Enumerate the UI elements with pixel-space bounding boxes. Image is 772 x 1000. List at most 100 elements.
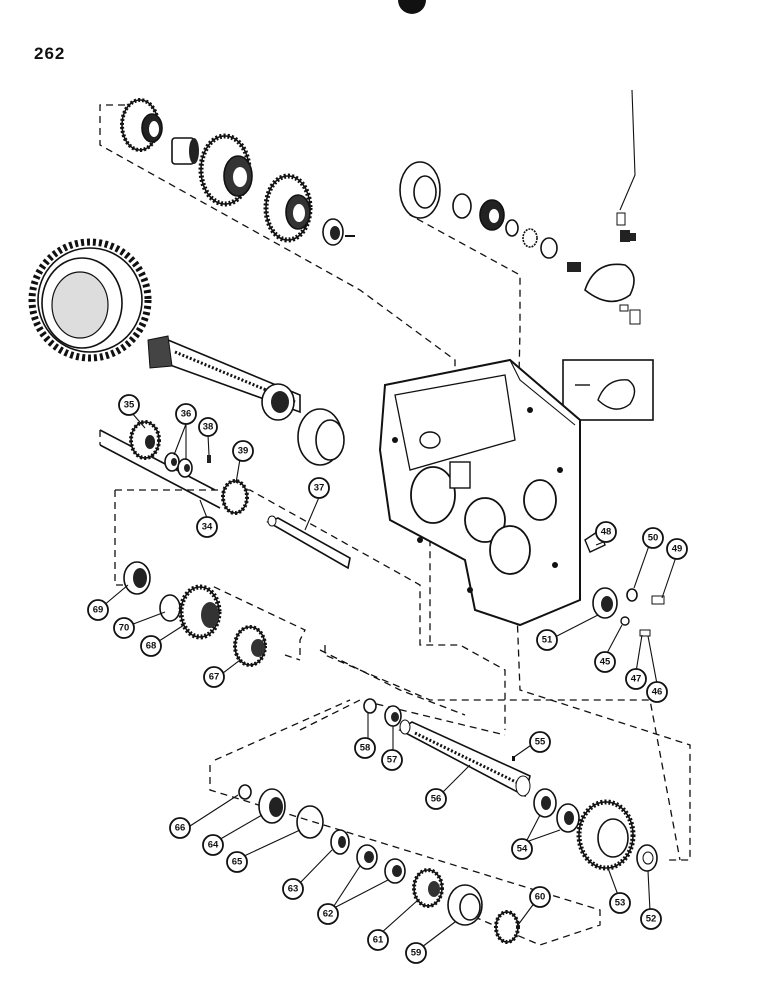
bearings-62 bbox=[356, 844, 406, 884]
svg-text:36: 36 bbox=[181, 409, 192, 420]
callout-69: 69 bbox=[87, 599, 109, 621]
svg-text:55: 55 bbox=[535, 737, 546, 748]
upper-gear-cluster bbox=[120, 98, 355, 246]
page-number: 262 bbox=[34, 44, 66, 63]
svg-text:63: 63 bbox=[288, 884, 299, 895]
svg-text:53: 53 bbox=[615, 898, 626, 909]
svg-text:64: 64 bbox=[208, 840, 219, 851]
svg-text:45: 45 bbox=[600, 657, 611, 668]
callout-62: 62 bbox=[317, 903, 339, 925]
svg-text:52: 52 bbox=[646, 914, 657, 925]
bushing-top bbox=[171, 137, 199, 165]
upper-right-assembly bbox=[399, 89, 641, 325]
callout-65: 65 bbox=[226, 851, 248, 873]
svg-text:59: 59 bbox=[411, 948, 422, 959]
gear-39 bbox=[221, 479, 249, 515]
callout-50: 50 bbox=[642, 527, 664, 549]
svg-text:67: 67 bbox=[209, 672, 220, 683]
pinion-shaft bbox=[147, 335, 301, 421]
svg-text:69: 69 bbox=[93, 605, 104, 616]
svg-text:56: 56 bbox=[431, 794, 442, 805]
callout-66: 66 bbox=[169, 817, 191, 839]
shaft-37 bbox=[266, 515, 351, 570]
callout-51: 51 bbox=[536, 629, 558, 651]
ring-70 bbox=[159, 594, 181, 622]
svg-text:54: 54 bbox=[517, 844, 528, 855]
callout-55: 55 bbox=[529, 731, 551, 753]
callout-38: 38 bbox=[198, 417, 218, 437]
svg-text:68: 68 bbox=[146, 641, 157, 652]
lower-left-gears bbox=[123, 561, 267, 667]
callout-37: 37 bbox=[308, 477, 330, 499]
svg-text:48: 48 bbox=[601, 527, 612, 538]
bearing-64 bbox=[258, 788, 286, 824]
callout-36: 36 bbox=[175, 403, 197, 425]
svg-text:60: 60 bbox=[535, 892, 546, 903]
mid-left-parts bbox=[99, 420, 351, 570]
callout-58: 58 bbox=[354, 737, 376, 759]
bearing-63 bbox=[330, 829, 350, 855]
callout-35: 35 bbox=[118, 394, 140, 416]
gear-67 bbox=[233, 625, 267, 667]
callout-52: 52 bbox=[640, 908, 662, 930]
callout-39: 39 bbox=[232, 440, 254, 462]
svg-text:38: 38 bbox=[203, 422, 214, 433]
svg-text:70: 70 bbox=[119, 623, 130, 634]
svg-text:47: 47 bbox=[631, 674, 642, 685]
ring-gear bbox=[28, 238, 152, 362]
callouts: 34 35 36 37 38 39 45 46 47 48 49 50 51 5… bbox=[87, 394, 688, 964]
callout-34: 34 bbox=[196, 516, 218, 538]
transmission-housing bbox=[378, 358, 581, 627]
svg-text:66: 66 bbox=[175, 823, 186, 834]
callout-67: 67 bbox=[203, 666, 225, 688]
inset-detail bbox=[562, 359, 654, 421]
gear-61 bbox=[412, 868, 444, 908]
callout-70: 70 bbox=[113, 617, 135, 639]
callout-47: 47 bbox=[625, 668, 647, 690]
svg-text:51: 51 bbox=[542, 635, 553, 646]
callout-53: 53 bbox=[609, 892, 631, 914]
lower-bearing-stack bbox=[238, 784, 520, 944]
svg-text:58: 58 bbox=[360, 743, 371, 754]
callout-68: 68 bbox=[140, 635, 162, 657]
svg-text:50: 50 bbox=[648, 533, 659, 544]
svg-text:39: 39 bbox=[238, 446, 249, 457]
svg-text:57: 57 bbox=[387, 755, 398, 766]
bearing-cup bbox=[297, 408, 345, 466]
gear-68 bbox=[178, 584, 222, 640]
right-side-parts bbox=[584, 528, 665, 637]
callout-63: 63 bbox=[282, 878, 304, 900]
svg-text:37: 37 bbox=[314, 483, 325, 494]
bearings-36 bbox=[164, 452, 193, 478]
callout-64: 64 bbox=[202, 834, 224, 856]
bearing-60 bbox=[494, 910, 520, 944]
callout-46: 46 bbox=[646, 681, 668, 703]
output-shaft-56 bbox=[398, 719, 531, 798]
gear-top-right bbox=[263, 173, 313, 243]
bearing-small-top bbox=[322, 218, 355, 246]
small-gear-top bbox=[120, 98, 163, 152]
svg-text:46: 46 bbox=[652, 687, 663, 698]
page-top-mark bbox=[398, 0, 426, 14]
callout-45: 45 bbox=[594, 651, 616, 673]
svg-text:49: 49 bbox=[672, 544, 683, 555]
bearing-69 bbox=[123, 561, 151, 595]
callout-60: 60 bbox=[529, 886, 551, 908]
callout-61: 61 bbox=[367, 929, 389, 951]
double-gear-top bbox=[198, 133, 253, 207]
lower-right-group bbox=[533, 788, 658, 872]
svg-text:62: 62 bbox=[323, 909, 334, 920]
gear-35 bbox=[129, 420, 161, 460]
callout-54: 54 bbox=[511, 838, 533, 860]
svg-text:34: 34 bbox=[202, 522, 213, 533]
callout-57: 57 bbox=[381, 749, 403, 771]
callout-48: 48 bbox=[595, 521, 617, 543]
svg-text:65: 65 bbox=[232, 857, 243, 868]
callout-59: 59 bbox=[405, 942, 427, 964]
svg-text:61: 61 bbox=[373, 935, 384, 946]
callout-56: 56 bbox=[425, 788, 447, 810]
svg-text:35: 35 bbox=[124, 400, 135, 411]
pin-38 bbox=[207, 455, 211, 463]
callout-49: 49 bbox=[666, 538, 688, 560]
